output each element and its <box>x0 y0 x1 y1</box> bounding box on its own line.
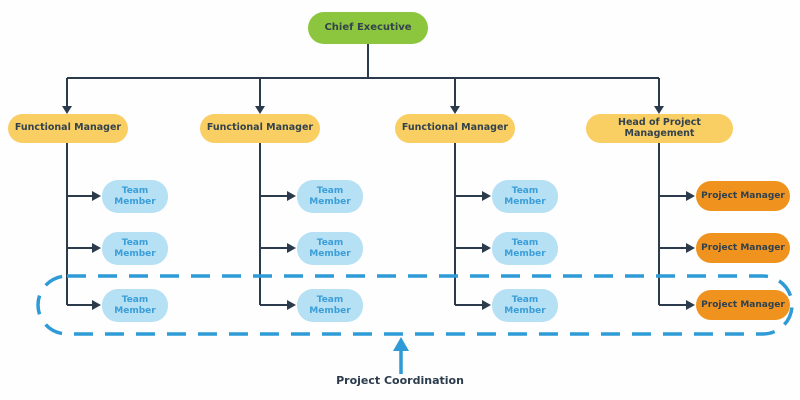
node-label: Project Manager <box>701 242 785 253</box>
coordination-arrow <box>393 337 409 374</box>
node-label: Team Member <box>504 238 546 259</box>
node-functional-manager-1: Functional Manager <box>8 114 128 143</box>
node-head-of-project-management: Head of Project Management <box>586 114 733 143</box>
node-label: Team Member <box>114 238 156 259</box>
node-label: Project Manager <box>701 299 785 310</box>
coordination-boundary <box>36 274 794 336</box>
node-functional-manager-2: Functional Manager <box>200 114 320 143</box>
node-team-member: Team Member <box>297 289 363 322</box>
node-label: Team Member <box>309 186 351 207</box>
node-label: Functional Manager <box>14 122 122 134</box>
node-team-member: Team Member <box>297 232 363 265</box>
node-team-member: Team Member <box>492 289 558 322</box>
node-functional-manager-3: Functional Manager <box>395 114 515 143</box>
node-project-manager: Project Manager <box>696 290 790 320</box>
node-label: Team Member <box>114 186 156 207</box>
node-team-member: Team Member <box>102 289 168 322</box>
node-label: Chief Executive <box>324 22 412 34</box>
hierarchy-connectors <box>66 44 686 306</box>
node-label: Team Member <box>114 295 156 316</box>
node-label: Head of Project Management <box>618 116 701 139</box>
node-chief-executive: Chief Executive <box>308 12 428 44</box>
node-label: Project Manager <box>701 190 785 201</box>
node-label: Team Member <box>504 186 546 207</box>
node-team-member: Team Member <box>492 180 558 213</box>
node-project-manager: Project Manager <box>696 181 790 211</box>
node-label: Team Member <box>309 238 351 259</box>
arrowheads <box>62 106 695 310</box>
node-project-manager: Project Manager <box>696 233 790 263</box>
node-team-member: Team Member <box>297 180 363 213</box>
node-label: Team Member <box>504 295 546 316</box>
node-label: Functional Manager <box>206 122 314 134</box>
node-label: Functional Manager <box>401 122 509 134</box>
coordination-label: Project Coordination <box>336 374 464 387</box>
node-label: Team Member <box>309 295 351 316</box>
node-team-member: Team Member <box>102 232 168 265</box>
node-team-member: Team Member <box>492 232 558 265</box>
node-team-member: Team Member <box>102 180 168 213</box>
